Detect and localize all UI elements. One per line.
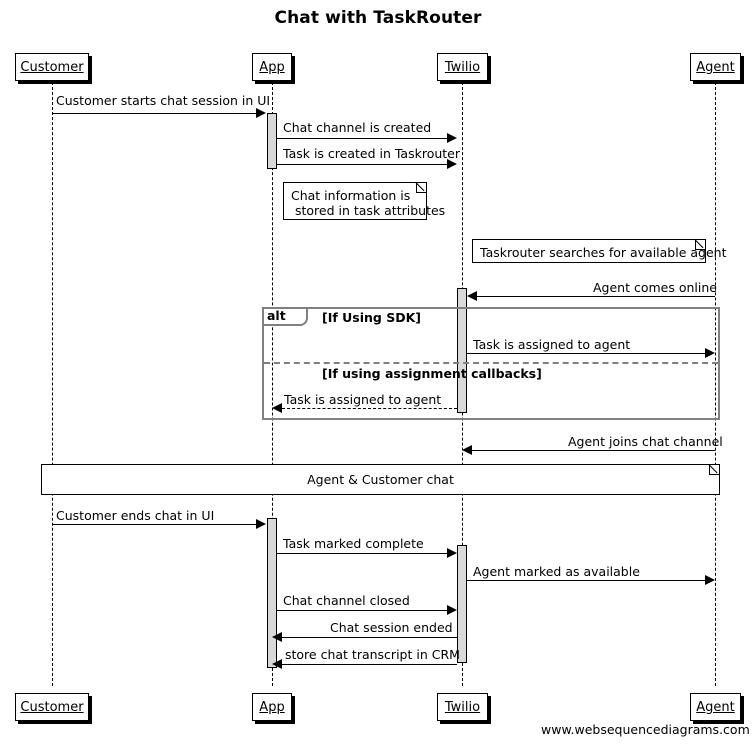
participant-label: Customer [20,59,84,75]
message-line-customer-ends-chat [52,524,257,525]
participant-twilio-bottom[interactable]: Twilio [437,693,488,721]
note-chat-information: Chat information is stored in task attri… [283,182,445,220]
note-line-1: Chat information is [291,188,411,203]
participant-label: Agent [696,699,735,715]
message-label-task-assigned-callback: Task is assigned to agent [284,392,442,407]
message-label-customer-ends-chat: Customer ends chat in UI [56,508,215,523]
participant-label: App [259,59,285,75]
note-dogear-icon [709,465,719,475]
footer-url: www.websequencediagrams.com [541,722,750,737]
note-agent-customer-chat: Agent & Customer chat [41,464,720,495]
lifeline-customer [52,82,53,686]
arrowhead-right-icon [447,548,457,558]
message-line-chat-session-ended [282,637,457,638]
message-label-chat-channel-closed: Chat channel closed [283,593,410,608]
participant-twilio-top[interactable]: Twilio [437,53,488,81]
alt-fragment-guard-alternative: [If using assignment callbacks] [322,366,542,381]
alt-fragment-separator [264,362,718,364]
arrowhead-right-icon [447,133,457,143]
note-line-1: Taskrouter searches for available agent [480,245,727,260]
message-line-task-assigned-callback [282,408,457,409]
message-line-agent-marked-available [467,580,705,581]
message-line-task-created-taskrouter [277,164,447,165]
note-dogear-icon [416,183,426,193]
arrowhead-right-icon [447,159,457,169]
participant-customer-top[interactable]: Customer [15,53,89,81]
message-line-customer-starts-chat [52,113,257,114]
message-line-task-marked-complete [277,553,447,554]
note-line-1: Agent & Customer chat [307,472,454,487]
lifeline-agent [715,82,716,686]
message-label-chat-channel-created: Chat channel is created [283,120,432,135]
arrowhead-left-icon [272,632,282,642]
participant-agent-top[interactable]: Agent [690,53,741,81]
note-line-2: stored in task attributes [291,203,446,218]
arrowhead-right-icon [705,575,715,585]
message-line-agent-comes-online [477,296,715,297]
participant-customer-bottom[interactable]: Customer [15,693,89,721]
participant-label: Agent [696,59,735,75]
activation-app-1 [267,113,277,169]
arrowhead-left-icon [467,291,477,301]
participant-app-bottom[interactable]: App [252,693,292,721]
arrowhead-right-icon [256,108,266,118]
participant-label: Twilio [444,59,481,75]
arrowhead-right-icon [256,519,266,529]
page-title: Chat with TaskRouter [274,8,482,28]
message-label-task-created-taskrouter: Task is created in Taskrouter [283,146,461,161]
alt-fragment [262,307,720,420]
note-dogear-icon [695,240,705,250]
message-label-task-marked-complete: Task marked complete [283,536,424,551]
activation-twilio-2 [457,545,467,663]
message-line-store-chat-transcript [282,664,457,665]
arrowhead-left-icon [462,445,472,455]
arrowhead-left-icon [272,659,282,669]
alt-fragment-guard-primary: [If Using SDK] [322,310,422,325]
message-line-task-assigned-sdk [467,353,705,354]
arrowhead-right-icon [705,348,715,358]
activation-app-2 [267,518,277,668]
participant-label: Twilio [444,699,481,715]
message-label-chat-session-ended: Chat session ended [330,620,453,635]
activation-twilio-1 [457,288,467,413]
participant-app-top[interactable]: App [252,53,292,81]
message-line-chat-channel-closed [277,610,447,611]
participant-agent-bottom[interactable]: Agent [690,693,741,721]
note-taskrouter-search: Taskrouter searches for available agent [472,239,726,263]
participant-label: App [259,699,285,715]
lifeline-app [272,82,273,686]
message-line-chat-channel-created [277,138,447,139]
message-label-agent-comes-online: Agent comes online [593,280,717,295]
alt-fragment-tab: alt [264,309,308,326]
arrowhead-left-icon [272,403,282,413]
message-label-agent-joins-chat-channel: Agent joins chat channel [568,434,723,449]
message-label-store-chat-transcript: store chat transcript in CRM [285,647,460,662]
message-label-customer-starts-chat: Customer starts chat session in UI [56,93,271,108]
arrowhead-right-icon [447,605,457,615]
message-line-agent-joins-chat-channel [472,450,715,451]
message-label-agent-marked-available: Agent marked as available [473,564,640,579]
alt-fragment-keyword: alt [267,308,286,324]
message-label-task-assigned-sdk: Task is assigned to agent [473,337,631,352]
participant-label: Customer [20,699,84,715]
